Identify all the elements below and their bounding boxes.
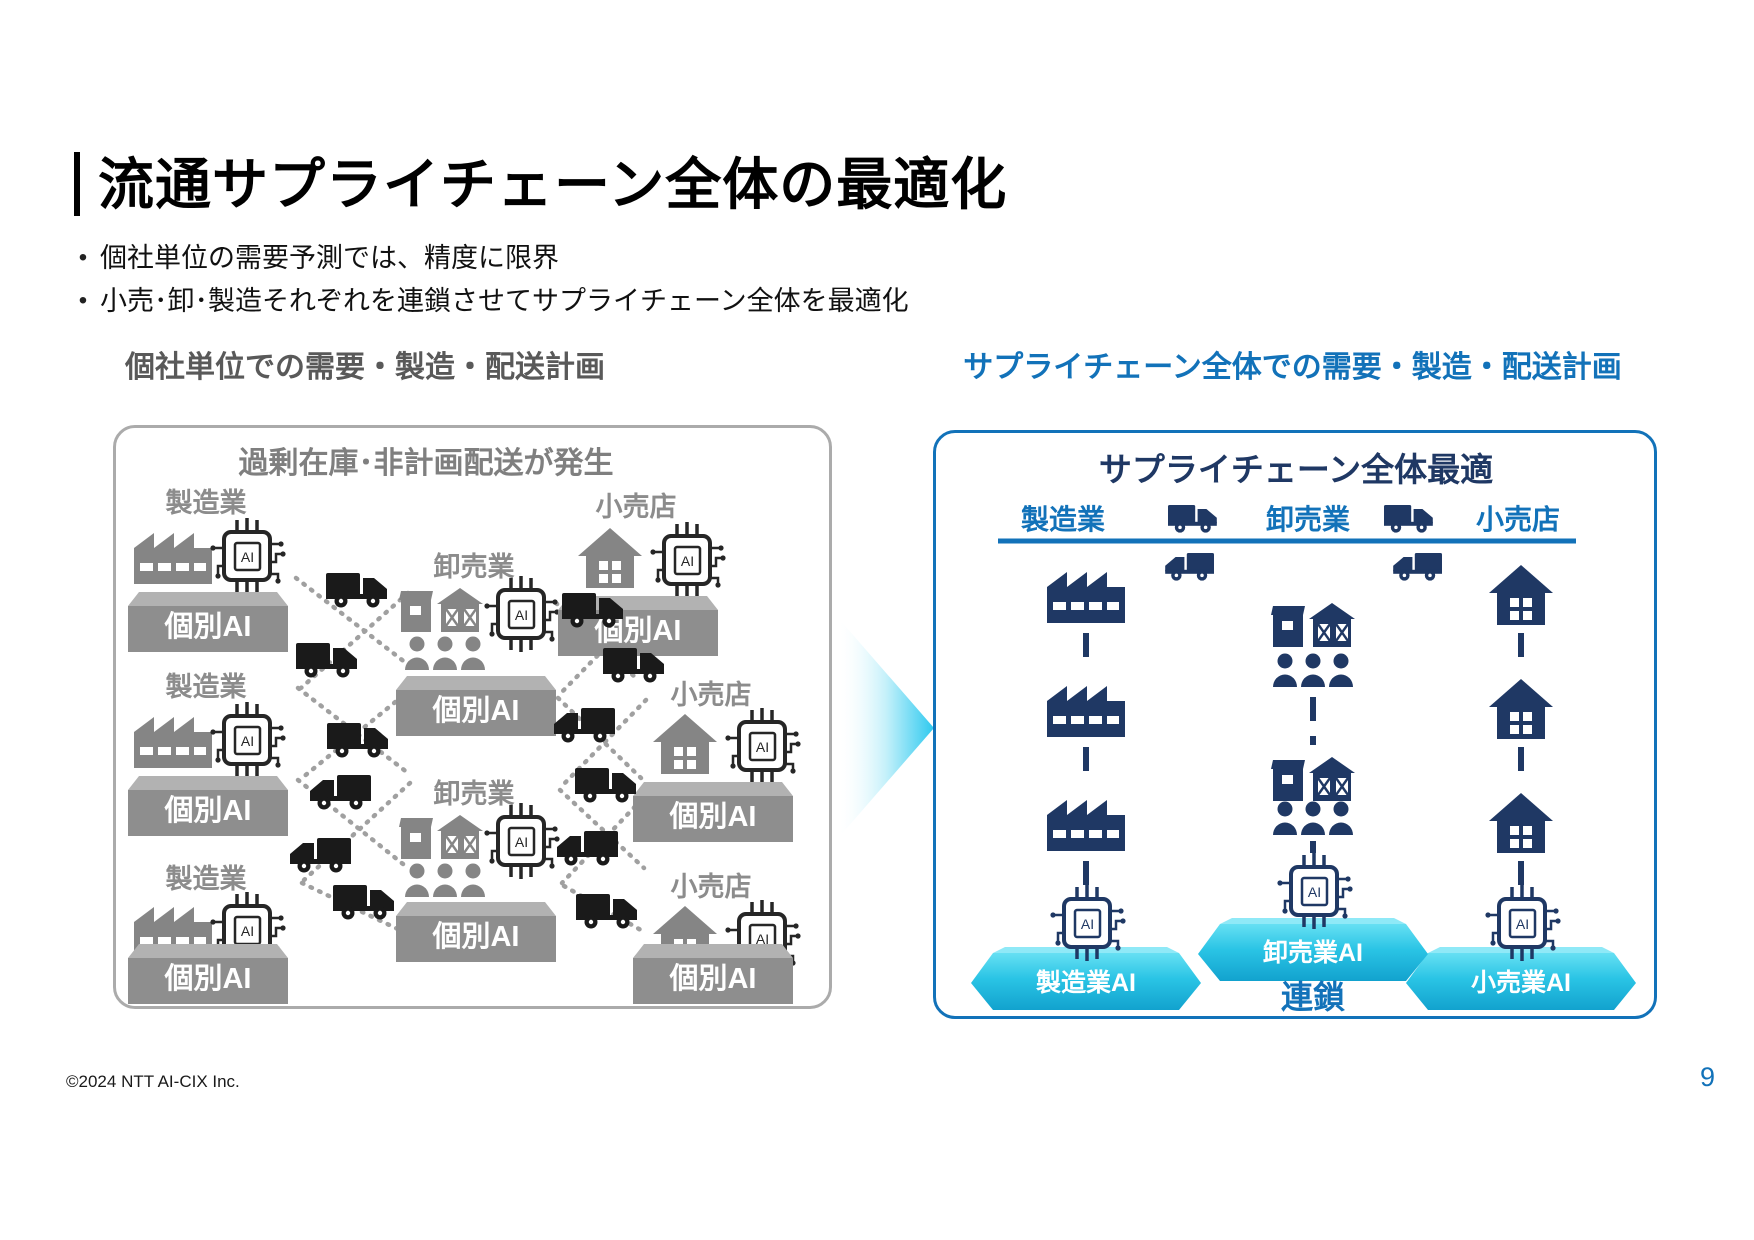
wholesaler-ai-label: 卸売業AI (1263, 938, 1363, 967)
panel-title: サプライチェーン全体最適 (1099, 451, 1493, 488)
bullet-item: • 個社単位の需要予測では、精度に限界 (66, 240, 909, 276)
bullet-text: 個社単位の需要予測では、精度に限界 (100, 243, 559, 273)
truck-icon (310, 775, 371, 810)
house-icon (1489, 793, 1553, 853)
individual-ai-label: 個別AI (163, 794, 251, 827)
wholesaler-chain-column (1269, 601, 1357, 853)
column-header-manufacturer: 製造業 (1021, 504, 1105, 535)
individual-ai-label: 個別AI (163, 962, 251, 995)
retailer-ai-label: 小売業AI (1471, 969, 1571, 997)
left-diagram-header: 個社単位での需要・製造・配送計画 (125, 351, 605, 384)
transform-arrow (840, 620, 936, 841)
page-title: 流通サプライチェーン全体の最適化 (98, 153, 1008, 216)
wholesaler-group-1: 卸売業 個別AI (396, 551, 562, 736)
bullet-marker: • (78, 287, 88, 314)
warehouse-icon (1269, 601, 1357, 649)
individual-ai-label: 個別AI (163, 610, 251, 643)
truck-icon (1168, 505, 1217, 533)
manufacturer-group-2: 製造業 個別AI (128, 672, 288, 836)
ai-chip-icon (208, 700, 288, 780)
title-accent-bar (74, 152, 80, 216)
retailer-chain-column (1489, 565, 1553, 885)
bullet-text: 小売･卸･製造それぞれを連鎖させてサプライチェーン全体を最適化 (100, 286, 909, 316)
ai-chip-icon (482, 801, 562, 881)
warning-text: 過剰在庫･非計画配送が発生 (239, 446, 614, 480)
manufacturer-group-1: 製造業 個別AI (128, 488, 288, 652)
house-icon (1489, 565, 1553, 625)
house-icon (1489, 679, 1553, 739)
column-header-wholesaler: 卸売業 (1266, 504, 1350, 535)
retailer-group-2: 小売店 個別AI (633, 680, 803, 842)
ai-chip-icon (1275, 851, 1355, 931)
ai-chip-icon (648, 520, 728, 600)
people-icon (405, 636, 485, 670)
supply-chain-panel: サプライチェーン全体最適 製造業 卸売業 小売店 (933, 430, 1657, 1019)
house-icon (578, 528, 642, 588)
individual-ai-label: 個別AI (431, 920, 519, 953)
arrow-shape (840, 620, 934, 836)
supply-chain-diagram: サプライチェーン全体最適 製造業 卸売業 小売店 (971, 451, 1636, 1015)
right-diagram-header: サプライチェーン全体での需要・製造・配送計画 (963, 351, 1622, 384)
manufacturer-ai-label: 製造業AI (1035, 969, 1136, 997)
retailer-label: 小売店 (671, 872, 752, 902)
retailer-label: 小売店 (671, 680, 752, 710)
truck-icon (576, 894, 637, 929)
truck-icon (575, 768, 636, 803)
ai-chip-icon (482, 574, 562, 654)
factory-icon (134, 533, 212, 584)
wholesaler-group-2: 卸売業 個別AI (396, 778, 562, 962)
truck-icon (1165, 553, 1214, 581)
wholesaler-label: 卸売業 (434, 551, 515, 582)
wholesaler-label: 卸売業 (434, 778, 515, 809)
people-icon (1273, 653, 1353, 687)
individual-ai-label: 個別AI (668, 962, 756, 995)
column-header-retailer: 小売店 (1476, 504, 1560, 535)
truck-icon (327, 723, 388, 758)
warehouse-icon (1269, 755, 1357, 803)
ai-chip-icon (723, 706, 803, 786)
factory-icon (1047, 686, 1125, 737)
copyright: ©2024 NTT AI-CIX Inc. (66, 1072, 240, 1091)
bullet-list: • 個社単位の需要予測では、精度に限界 • 小売･卸･製造それぞれを連鎖させてサ… (66, 240, 909, 326)
bullet-marker: • (78, 244, 88, 271)
ai-chip-icon (208, 516, 288, 596)
bullet-item: • 小売･卸･製造それぞれを連鎖させてサプライチェーン全体を最適化 (66, 283, 909, 319)
individual-ai-panel: 過剰在庫･非計画配送が発生 製造業 個別AI 製造業 個別AI 製造業 個別AI… (113, 425, 832, 1009)
chain-label: 連鎖 (1281, 979, 1345, 1015)
factory-icon (134, 717, 212, 768)
manufacturer-label: 製造業 (166, 864, 247, 894)
factory-icon (1047, 572, 1125, 623)
people-icon (1273, 801, 1353, 835)
truck-icon (1393, 553, 1442, 581)
truck-icon (296, 643, 357, 678)
manufacturer-chain-column (1047, 572, 1125, 885)
individual-ai-label: 個別AI (431, 694, 519, 727)
retailer-group-3: 小売店 個別AI (633, 872, 803, 1004)
warehouse-icon (397, 586, 485, 634)
retailer-group-1: 小売店 個別AI (558, 492, 728, 656)
people-icon (405, 863, 485, 897)
manufacturer-group-3: 製造業 個別AI (128, 864, 288, 1004)
warehouse-icon (397, 813, 485, 861)
truck-icon (326, 573, 387, 608)
truck-icon (1384, 505, 1433, 533)
individual-ai-diagram: 過剰在庫･非計画配送が発生 製造業 個別AI 製造業 個別AI 製造業 個別AI… (128, 446, 803, 1004)
truck-icon (554, 708, 615, 743)
house-icon (653, 714, 717, 774)
manufacturer-label: 製造業 (166, 488, 247, 518)
retailer-label: 小売店 (596, 492, 677, 522)
individual-ai-label: 個別AI (668, 800, 756, 833)
manufacturer-label: 製造業 (166, 672, 247, 702)
page-number: 9 (1700, 1062, 1716, 1092)
truck-icon (557, 831, 618, 866)
factory-icon (1047, 800, 1125, 851)
